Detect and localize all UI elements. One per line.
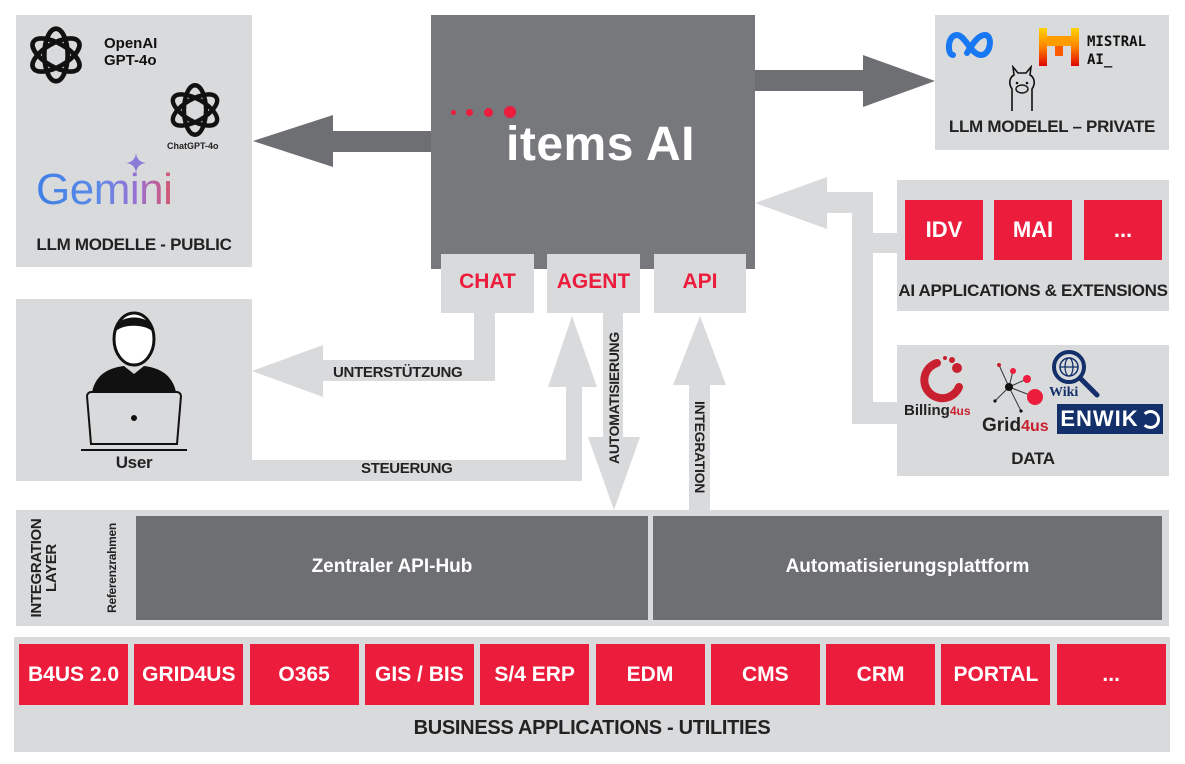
integration-layer: INTEGRATION LAYER Referenzrahmen Zentral…: [16, 510, 1169, 626]
private-llm-panel: MISTRAL AI_ LLM MODELEL – PRIVATE: [935, 15, 1169, 150]
api-hub[interactable]: Zentraler API-Hub: [136, 516, 648, 620]
data-title: DATA: [1011, 449, 1055, 468]
meta-logo-icon: [945, 31, 993, 59]
mistral-logo-icon: [1039, 28, 1079, 66]
automation-flow-label: AUTOMATISIERUNG: [606, 332, 622, 464]
wiki-label: Wiki: [1049, 385, 1079, 400]
business-app-tile[interactable]: CMS: [710, 644, 820, 705]
user-label: User: [115, 453, 153, 472]
user-panel: User: [16, 299, 252, 481]
business-app-tile[interactable]: CRM: [826, 644, 936, 705]
interface-chat[interactable]: CHAT: [441, 254, 534, 313]
private-llm-title: LLM MODELEL – PRIVATE: [948, 117, 1156, 136]
automation-platform[interactable]: Automatisierungsplattform: [653, 516, 1162, 620]
mistral-label: MISTRAL: [1087, 34, 1147, 50]
ollama-llama-icon: [1009, 65, 1035, 111]
interface-api[interactable]: API: [654, 254, 746, 313]
arrow-to-public-llm: [253, 115, 432, 167]
billing4us-logo-icon: [920, 356, 963, 403]
gpt4o-label: GPT-4o: [104, 52, 157, 69]
integration-layer-title: INTEGRATION LAYER: [28, 518, 60, 618]
data-panel: Billing4us Grid4us Wiki ENWIK DATA: [897, 345, 1169, 476]
business-apps-title: BUSINESS APPLICATIONS - UTILITIES: [413, 717, 771, 739]
business-app-tile[interactable]: ...: [1056, 644, 1166, 705]
openai-label: OpenAI: [104, 35, 158, 52]
business-app-tile[interactable]: EDM: [595, 644, 705, 705]
arrow-integration: [673, 316, 726, 512]
chatgpt-label: ChatGPT-4o: [167, 141, 219, 151]
arrow-control: [252, 316, 597, 481]
arrow-automation: [588, 313, 640, 510]
billing4us-label: Billing4us: [904, 402, 971, 419]
integration-flow-label: INTEGRATION: [692, 400, 708, 494]
ai-app-more[interactable]: ...: [1084, 200, 1162, 260]
business-app-tile[interactable]: PORTAL: [941, 644, 1051, 705]
enwiko-o-icon: [1140, 409, 1160, 429]
business-app-tile[interactable]: O365: [249, 644, 359, 705]
enwiko-logo: ENWIK: [1057, 404, 1163, 434]
ai-app-idv[interactable]: IDV: [905, 200, 983, 260]
business-app-tile[interactable]: GIS / BIS: [364, 644, 474, 705]
ai-applications-panel: IDV MAI ... AI APPLICATIONS & EXTENSIONS: [897, 180, 1169, 311]
integration-layer-subtitle: Referenzrahmen: [105, 523, 119, 613]
gemini-sparkle-icon: [126, 153, 146, 173]
arrow-from-extensions: [755, 177, 898, 424]
openai-logo-icon: [30, 26, 82, 84]
wiki-search-icon: [1052, 350, 1100, 398]
gemini-logo-text: Gemini: [36, 165, 173, 214]
business-app-tile[interactable]: B4US 2.0: [19, 644, 128, 705]
interface-agent[interactable]: AGENT: [547, 254, 640, 313]
public-llm-panel: OpenAI GPT-4o ChatGPT-4o Gemini LLM MODE…: [16, 15, 252, 267]
public-llm-title: LLM MODELLE - PUBLIC: [36, 235, 232, 254]
arrow-to-private-llm: [754, 55, 935, 107]
items-ai-core: items AI: [431, 15, 755, 269]
ai-applications-title: AI APPLICATIONS & EXTENSIONS: [898, 281, 1168, 300]
chatgpt-logo-icon: [170, 83, 220, 137]
mistral-ai-label: AI_: [1087, 52, 1113, 68]
business-app-tile[interactable]: GRID4US: [134, 644, 244, 705]
control-flow-label: STEUERUNG: [361, 460, 453, 477]
ai-app-mai[interactable]: MAI: [994, 200, 1072, 260]
business-app-tile[interactable]: S/4 ERP: [480, 644, 590, 705]
grid4us-label: Grid4us: [982, 415, 1049, 436]
arrow-support: [252, 313, 495, 397]
user-laptop-icon: [81, 311, 187, 451]
grid4us-logo-icon: [993, 363, 1043, 413]
support-flow-label: UNTERSTÜTZUNG: [333, 364, 463, 381]
brand-title: items AI: [506, 118, 695, 171]
